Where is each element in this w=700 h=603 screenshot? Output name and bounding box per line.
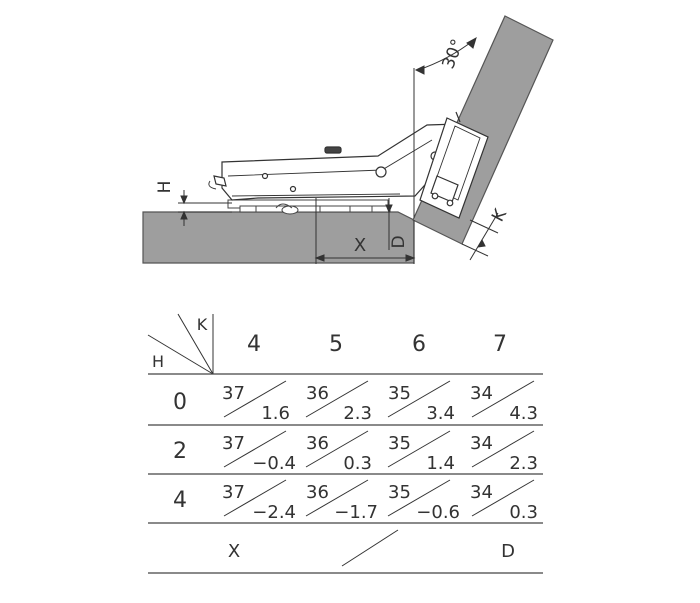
h-dimension-label: H — [155, 181, 175, 194]
adjustment-table: K H 4 5 6 7 0 2 4 37 1.6 36 — [147, 313, 543, 574]
cell-d-value: 0.3 — [343, 453, 372, 474]
h-row-label: 0 — [173, 390, 187, 415]
cell-d-value: 1.6 — [261, 403, 290, 424]
x-dimension-label: X — [354, 235, 366, 256]
k-header-5: 5 — [329, 332, 343, 357]
cell-x-value: 34 — [470, 433, 493, 454]
corner-h-label: H — [152, 352, 164, 371]
k-header-4: 4 — [247, 332, 261, 357]
d-dimension: D — [385, 198, 409, 250]
table-rules — [148, 373, 543, 574]
cell-x-value: 36 — [306, 383, 329, 404]
h-dimension: H — [155, 181, 232, 226]
table-cell: 36 −1.7 — [305, 479, 378, 523]
table-row: 37 −0.4 36 0.3 35 1.4 34 2.3 — [222, 430, 538, 474]
hinge-cup — [419, 111, 489, 219]
table-cell: 36 0.3 — [305, 430, 372, 474]
d-dimension-label: D — [389, 235, 409, 248]
angle-dimension: 30° — [413, 36, 477, 218]
table-cell: 34 2.3 — [470, 430, 538, 474]
legend-d-label: D — [501, 541, 515, 562]
cell-d-value: 2.3 — [343, 403, 372, 424]
angle-label: 30° — [438, 36, 468, 71]
table-cell: 37 1.6 — [222, 380, 290, 424]
x-dimension: X — [314, 198, 416, 264]
table-row: 37 1.6 36 2.3 35 3.4 34 4.3 — [222, 380, 538, 424]
k-header-7: 7 — [493, 332, 507, 357]
cell-x-value: 34 — [470, 383, 493, 404]
cell-x-value: 37 — [222, 433, 245, 454]
k-dimension-label: K — [488, 205, 511, 225]
legend-slash — [341, 529, 399, 567]
table-legend: X D — [228, 529, 515, 567]
h-row-label: 2 — [173, 439, 187, 464]
cell-d-value: −0.4 — [252, 453, 296, 474]
cell-x-value: 37 — [222, 482, 245, 503]
cell-x-value: 35 — [388, 433, 411, 454]
cell-x-value: 34 — [470, 482, 493, 503]
cell-x-value: 37 — [222, 383, 245, 404]
cell-x-value: 36 — [306, 482, 329, 503]
cell-x-value: 35 — [388, 482, 411, 503]
k-header-6: 6 — [412, 332, 426, 357]
corner-k-label: K — [197, 315, 208, 334]
cell-d-value: 3.4 — [426, 403, 455, 424]
cell-x-value: 36 — [306, 433, 329, 454]
cell-d-value: −2.4 — [252, 502, 296, 523]
table-cell: 34 0.3 — [470, 479, 538, 523]
table-cell: 37 −0.4 — [222, 430, 296, 474]
cell-d-value: −1.7 — [334, 502, 378, 523]
cell-d-value: 2.3 — [509, 453, 538, 474]
table-cell: 35 3.4 — [387, 380, 455, 424]
table-cell: 35 1.4 — [387, 430, 455, 474]
cell-d-value: −0.6 — [416, 502, 460, 523]
mounting-plate — [227, 199, 391, 215]
cell-d-value: 1.4 — [426, 453, 455, 474]
table-cell: 36 2.3 — [305, 380, 372, 424]
cell-x-value: 35 — [388, 383, 411, 404]
cell-d-value: 0.3 — [509, 502, 538, 523]
table-cell: 37 −2.4 — [222, 479, 296, 523]
cell-d-value: 4.3 — [509, 403, 538, 424]
hinge-drawing: H X D 30° — [142, 15, 554, 264]
table-cell: 34 4.3 — [470, 380, 538, 424]
h-row-label: 4 — [173, 488, 187, 513]
legend-x-label: X — [228, 541, 240, 562]
table-row: 37 −2.4 36 −1.7 35 −0.6 34 0.3 — [222, 479, 538, 523]
table-cell: 35 −0.6 — [387, 479, 460, 523]
hinge-arm — [208, 123, 459, 201]
